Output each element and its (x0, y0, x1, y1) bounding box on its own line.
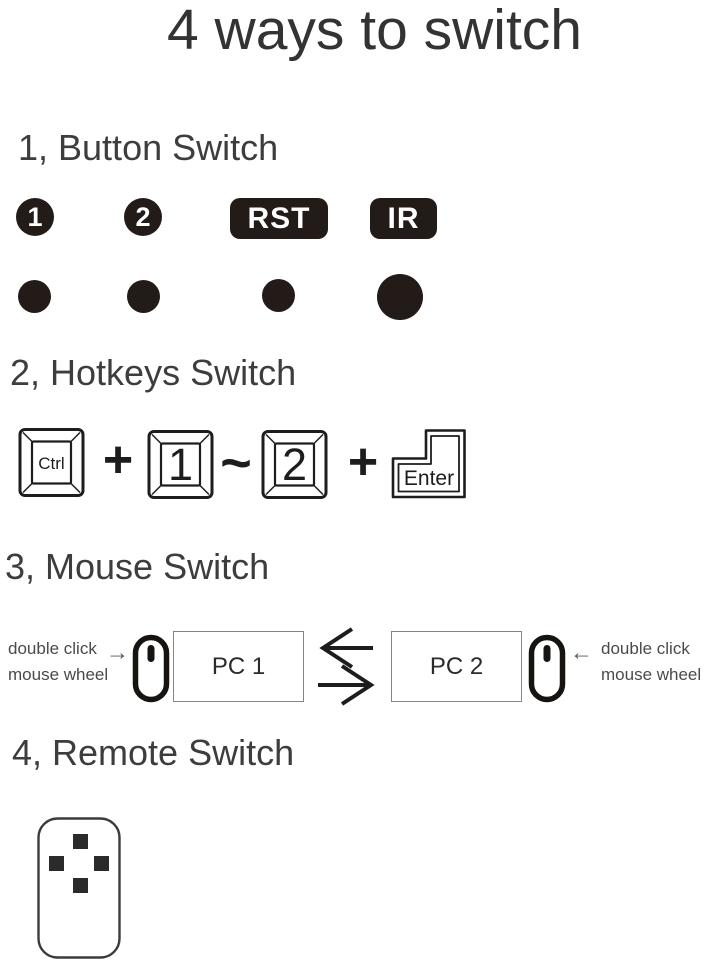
section-1-heading: 1, Button Switch (18, 127, 279, 168)
tilde-label: ~ (221, 452, 251, 482)
right-arrow-icon: → (106, 639, 129, 665)
plus-2-label: + (348, 448, 378, 482)
plus-icon: + (103, 446, 133, 480)
led-dot-1 (18, 280, 51, 313)
tilde-icon: ~ (221, 452, 251, 482)
mouse-icon (528, 634, 566, 703)
plus-1-label: + (103, 446, 133, 480)
button-ir-label: IR (387, 201, 420, 235)
led-dot-3 (262, 279, 295, 312)
key-ctrl-label: Ctrl (38, 454, 64, 473)
key-enter-label: Enter (404, 467, 454, 490)
button-rst: RST (230, 198, 328, 239)
pc1-box: PC 1 (173, 631, 304, 702)
key-enter: Enter (391, 429, 466, 499)
swap-arrows-icon (318, 627, 375, 706)
button-1-label: 1 (27, 201, 43, 232)
section-2-heading: 2, Hotkeys Switch (10, 352, 297, 393)
remote-button-up (73, 834, 88, 849)
remote-button-right (94, 856, 109, 871)
remote-control-icon (37, 817, 121, 959)
mouse-wheel-icon (543, 645, 551, 662)
left-caption-line2: mouse wheel (8, 665, 109, 684)
pc2-label: PC 2 (429, 652, 484, 680)
key-2: 2 (261, 430, 328, 499)
button-2: 2 (124, 198, 162, 236)
button-1: 1 (16, 198, 54, 236)
button-2-label: 2 (135, 201, 151, 232)
remote-button-left (49, 856, 64, 871)
mouse-wheel-icon (147, 645, 155, 662)
led-dot-2 (127, 280, 160, 313)
key-2-label: 2 (282, 439, 307, 490)
pc1-label: PC 1 (211, 652, 266, 680)
pc2-box: PC 2 (391, 631, 522, 702)
page-title: 4 ways to switch (167, 0, 582, 62)
plus-icon: + (348, 448, 378, 482)
section-3-heading: 3, Mouse Switch (5, 546, 270, 587)
key-1: 1 (147, 430, 214, 499)
button-rst-label: RST (247, 201, 311, 235)
key-1-label: 1 (168, 439, 193, 490)
left-caption-line1: double click (8, 639, 97, 658)
remote-button-down (73, 878, 88, 893)
right-caption-line1: double click (601, 639, 690, 658)
led-dot-4 (377, 274, 423, 320)
left-arrow-icon: ← (570, 639, 593, 665)
key-ctrl: Ctrl (18, 428, 85, 497)
right-caption-line2: mouse wheel (601, 665, 702, 684)
mouse-icon (132, 634, 170, 703)
section-4-heading: 4, Remote Switch (12, 732, 295, 773)
button-ir: IR (370, 198, 437, 239)
